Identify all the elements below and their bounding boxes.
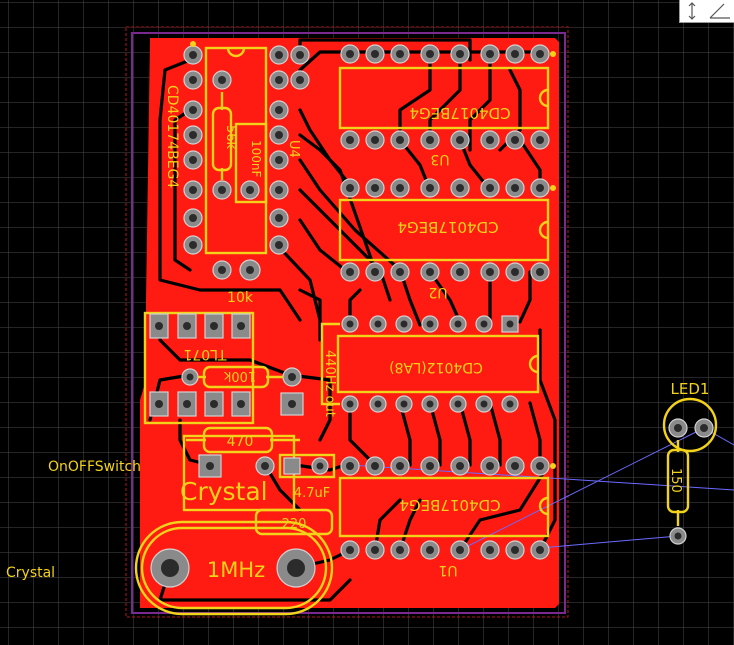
- out-440hz-label: 440Hz out: [322, 350, 337, 417]
- pad-square-1[interactable]: [280, 392, 304, 416]
- resistor-150-label: 150: [668, 468, 683, 493]
- crystal-side-label: Crystal: [6, 565, 55, 581]
- tl071-top-pads: [149, 313, 251, 339]
- led1[interactable]: LED1: [662, 380, 718, 453]
- chip-u3[interactable]: CD4017BEG4 U3: [338, 44, 556, 167]
- board-keepout: [125, 26, 569, 618]
- u2-bottom-pads: [340, 262, 550, 282]
- resistor-100k-label: 100k: [223, 368, 256, 383]
- u4-outer-pads: [212, 45, 310, 200]
- resistor-100k[interactable]: 100k: [181, 365, 302, 389]
- u2-ref-label: U2: [428, 284, 447, 300]
- u1-top-pads: [340, 456, 550, 476]
- u3-bottom-pads: [340, 130, 550, 150]
- u3-ref-label: U3: [430, 151, 449, 167]
- u1-part-label: CD4017BEG4: [399, 496, 500, 514]
- u3-part-label: CD4017BEG4: [409, 104, 510, 122]
- cd4012-part-label: CD4012(LA8): [389, 359, 483, 375]
- resistor-470[interactable]: 470: [186, 426, 300, 454]
- resistor-10k[interactable]: 10k: [212, 259, 261, 306]
- crystal[interactable]: 1MHz Crystal: [134, 477, 334, 616]
- crystal-freq-label: 1MHz: [207, 558, 265, 582]
- u4-right-pads: [269, 45, 289, 255]
- u2-top-pads: [340, 178, 550, 198]
- chip-u1[interactable]: CD4017BEG4 U1: [338, 456, 556, 578]
- onoff-switch-label: OnOFFSwitch: [48, 459, 141, 475]
- u4-pin1-marker: [190, 41, 196, 47]
- chip-tl071[interactable]: TL071: [143, 311, 255, 425]
- u1-pin1-marker: [550, 463, 556, 469]
- resistor-150[interactable]: 150: [666, 440, 690, 545]
- u4-part-label: CD40174BEG4: [164, 85, 180, 188]
- u2-pin1-marker: [550, 185, 556, 191]
- capacitor-4-7uf[interactable]: 4.7uF: [278, 453, 336, 501]
- capacitor-100nf-label: 100nF: [249, 140, 263, 178]
- cd4012-top-pads: [341, 315, 519, 333]
- chip-u2[interactable]: CD4017BEG4 U2: [338, 178, 556, 300]
- tl071-bottom-pads: [149, 391, 251, 417]
- capacitor-100nf[interactable]: 100nF: [234, 122, 268, 204]
- led1-label: LED1: [671, 380, 710, 398]
- u3-top-pads: [340, 44, 550, 64]
- u1-ref-label: U1: [438, 562, 457, 578]
- tl071-label: TL071: [183, 346, 227, 362]
- u2-part-label: CD4017BEG4: [397, 218, 498, 236]
- capacitor-4-7uf-label: 4.7uF: [294, 486, 330, 501]
- resistor-10k-label: 10k: [227, 290, 254, 306]
- crystal-silk-label: Crystal: [180, 477, 268, 506]
- resistor-56k-label: 56k: [223, 125, 238, 150]
- board-outline: [131, 32, 566, 614]
- u4-ref-label: U4: [286, 140, 301, 158]
- axis-widget[interactable]: [679, 0, 734, 23]
- u1-bottom-pads: [340, 540, 550, 560]
- resistor-56k[interactable]: 56k: [211, 92, 238, 180]
- cd4012-bottom-pads: [341, 395, 519, 413]
- chip-cd4012[interactable]: CD4012(LA8) 440Hz out: [320, 315, 540, 417]
- resistor-470-label: 470: [227, 434, 254, 450]
- axis-icon: [688, 2, 730, 20]
- u3-pin1-marker: [550, 51, 556, 57]
- u4-left-pads: [183, 45, 203, 255]
